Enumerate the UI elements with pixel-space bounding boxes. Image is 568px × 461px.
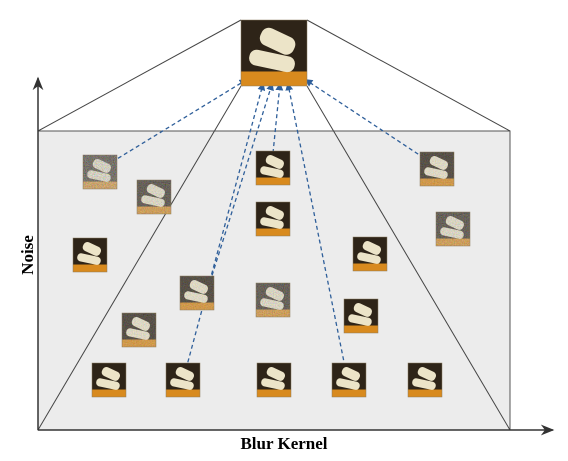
degraded-patch	[255, 150, 291, 186]
clean-target-layer	[240, 19, 308, 87]
mapping-arrow	[185, 82, 266, 370]
degraded-patch	[179, 275, 215, 311]
degraded-patch	[72, 237, 108, 273]
y-axis-label: Noise	[18, 235, 37, 275]
degraded-patch	[419, 151, 455, 187]
degraded-patch	[255, 282, 291, 318]
patch-layer	[72, 150, 471, 398]
degraded-patch	[343, 298, 379, 334]
degraded-patch	[82, 154, 118, 190]
mapping-arrow	[111, 79, 248, 163]
mapping-arrow	[272, 82, 284, 154]
degraded-patch	[256, 362, 292, 398]
mapping-arrow	[304, 79, 425, 159]
degraded-patch	[165, 362, 201, 398]
degraded-patch	[91, 362, 127, 398]
degraded-patch	[121, 312, 157, 348]
pyramid-lines	[37, 19, 511, 431]
degraded-patch	[352, 236, 388, 272]
degraded-patch	[407, 362, 443, 398]
degraded-patch	[435, 211, 471, 247]
degraded-patch	[136, 179, 172, 215]
clean-target-patch	[240, 19, 308, 87]
arrow-layer	[111, 79, 425, 370]
mapping-arrow	[285, 82, 346, 368]
degraded-patch	[255, 201, 291, 237]
x-axis-label: Blur Kernel	[240, 434, 327, 453]
degraded-patch	[331, 362, 367, 398]
